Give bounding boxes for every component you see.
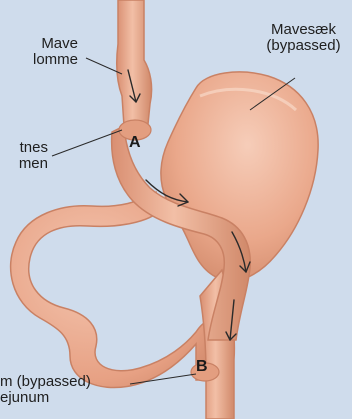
esophagus (117, 0, 152, 126)
label-duodenum-line2: ejunum (0, 390, 130, 406)
label-tyndtarm-line2: men (0, 156, 48, 172)
label-tyndtarm-line1: tnes (0, 140, 48, 156)
label-duodenum-line1: m (bypassed) (0, 374, 130, 390)
label-mavesaek-line1: Mavesæk (255, 22, 352, 38)
label-mave-lomme: Mave lomme (24, 36, 78, 68)
label-mavesaek-line2: (bypassed) (255, 38, 352, 54)
label-duodenum: m (bypassed) ejunum (0, 374, 130, 406)
label-tyndtarm: tnes men (0, 140, 48, 172)
marker-a: A (129, 134, 141, 152)
label-mave-lomme-line1: Mave (24, 36, 78, 52)
marker-b: B (196, 358, 208, 376)
label-mave-lomme-line2: lomme (24, 52, 78, 68)
label-mavesaek: Mavesæk (bypassed) (255, 22, 352, 54)
